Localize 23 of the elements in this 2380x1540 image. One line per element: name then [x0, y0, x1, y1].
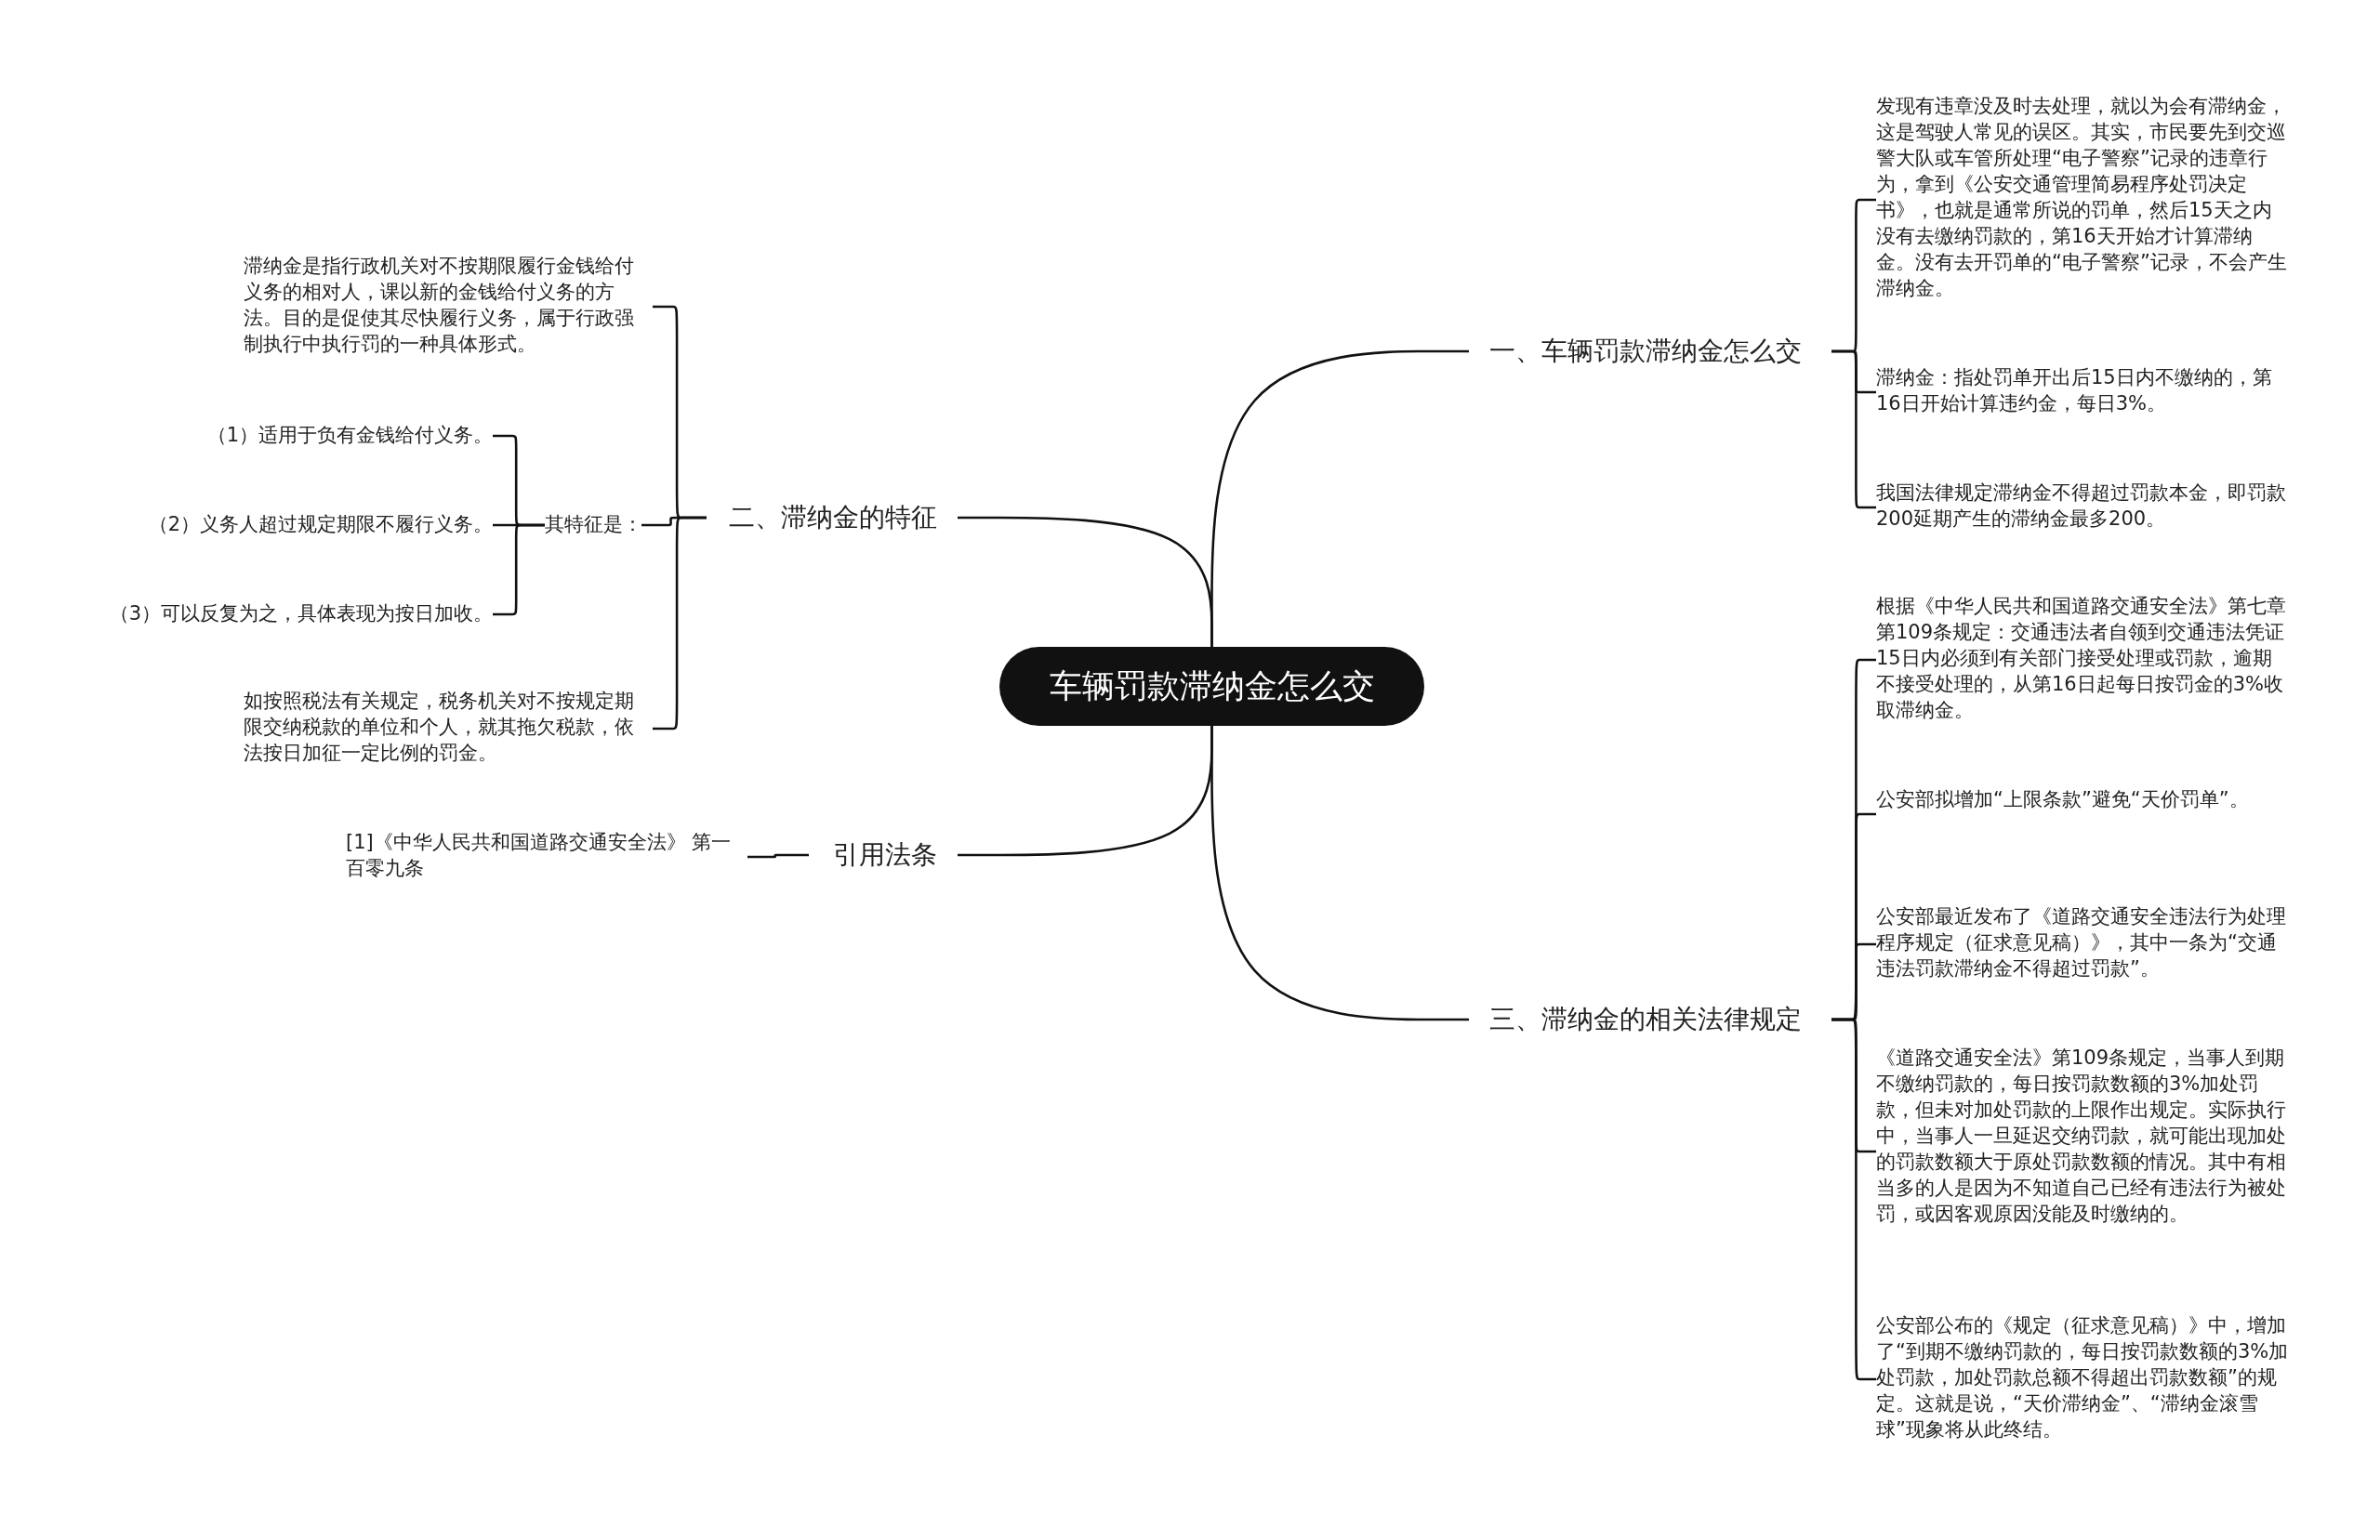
note-text: （3）可以反复为之，具体表现为按日加收。	[37, 600, 493, 628]
note-text: 我国法律规定滞纳金不得超过罚款本金，即罚款200延期产生的滞纳金最多200。	[1876, 480, 2290, 535]
note-text: 发现有违章没及时去处理，就以为会有滞纳金，这是驾驶人常见的误区。其实，市民要先到交巡警大队或车管所处理“电子警察”记录的违章行为，拿到《公安交通管理简易程序处罚决定书》，也就是通常所说的罚单，然后15天之内没有去缴纳罚款的，第16天开始才计算滞纳金。没有去开罚单的“电子警察”记录，不会产生滞纳金。	[1876, 93, 2290, 307]
branch-label: 三、滞纳金的相关法律规定	[1469, 999, 1831, 1040]
note-text: 滞纳金：指处罚单开出后15日内不缴纳的，第16日开始计算违约金，每日3%。	[1876, 364, 2290, 420]
branch-label: 引用法条	[809, 835, 958, 875]
note-text: 公安部公布的《规定（征求意见稿）》中，增加了“到期不缴纳罚款的，每日按罚款数额的3%加处罚款，加处罚款总额不得超出罚款数额”的规定。这就是说，“天价滞纳金”、“滞纳金滚雪球”现象将从此终结。	[1876, 1312, 2290, 1446]
note-text: 其特征是：	[545, 511, 641, 539]
note-text: （2）义务人超过规定期限不履行义务。	[56, 511, 493, 539]
branch-label: 二、滞纳金的特征	[707, 497, 958, 538]
note-text: 根据《中华人民共和国道路交通安全法》第七章第109条规定：交通违法者自领到交通违法凭证15日内必须到有关部门接受处理或罚款，逾期不接受处理的，从第16日起每日按罚金的3%收取滞纳金。	[1876, 593, 2290, 727]
note-text: （1）适用于负有金钱给付义务。	[56, 422, 493, 450]
note-text: 公安部拟增加“上限条款”避免“天价罚单”。	[1876, 786, 2290, 842]
central-topic: 车辆罚款滞纳金怎么交	[999, 647, 1424, 726]
note-text: 滞纳金是指行政机关对不按期限履行金钱给付义务的相对人，课以新的金钱给付义务的方法。目的是促使其尽快履行义务，属于行政强制执行中执行罚的一种具体形式。	[244, 253, 653, 361]
branch-label: 一、车辆罚款滞纳金怎么交	[1469, 331, 1831, 372]
note-text: [1]《中华人民共和国道路交通安全法》 第一百零九条	[346, 829, 747, 885]
connector-line	[1210, 724, 1469, 1021]
connector-line	[958, 516, 1213, 649]
note-text: 公安部最近发布了《道路交通安全违法行为处理程序规定（征求意见稿）》，其中一条为“交通违法罚款滞纳金不得超过罚款”。	[1876, 903, 2290, 985]
note-text: 《道路交通安全法》第109条规定，当事人到期不缴纳罚款的，每日按罚款数额的3%加处罚款，但未对加处罚款的上限作出规定。实际执行中，当事人一旦延迟交纳罚款，就可能出现加处的罚款数额大于原处罚款数额的情况。其中有相当多的人是因为不知道自己已经有违法行为被处罚，或因客观原因没能及时缴纳的。	[1876, 1045, 2290, 1258]
connector-line	[747, 853, 809, 859]
note-text: 如按照税法有关规定，税务机关对不按规定期限交纳税款的单位和个人，就其拖欠税款，依法按日加征一定比例的罚金。	[244, 688, 653, 770]
